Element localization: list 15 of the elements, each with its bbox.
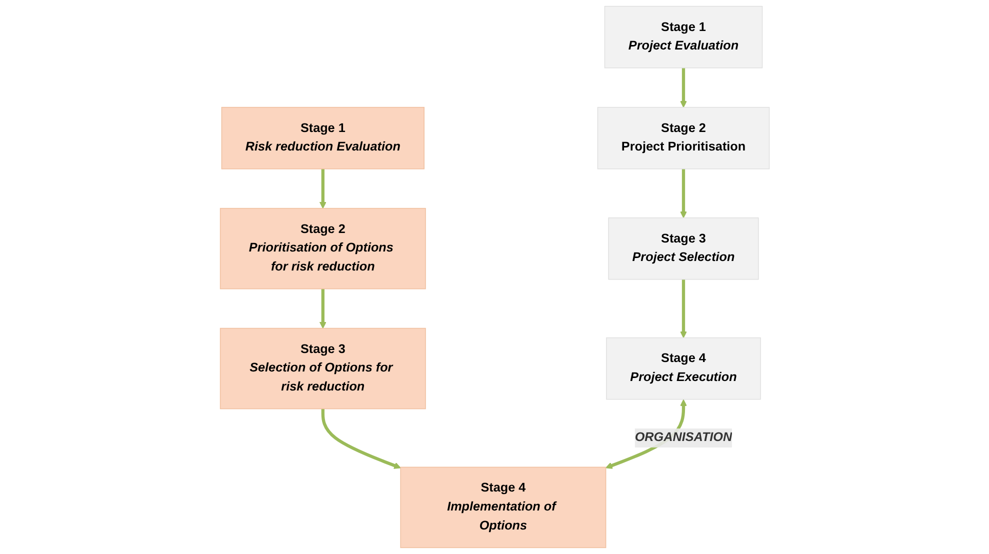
node-box: Stage 1 Project Evaluation [604,6,762,68]
arrow [680,168,687,218]
arrow [321,408,401,469]
node-box: Stage 1 Risk reduction Evaluation [221,106,424,170]
arrow [319,168,326,209]
arrow [680,68,687,108]
node-box: Stage 2 Project Prioritisation [597,106,770,170]
arrow [680,279,687,338]
node-box: Stage 3 Selection of Options for risk reduction [220,328,426,410]
node-box: Stage 4 Project Execution [606,337,761,400]
arrow [319,288,326,329]
edge-label: ORGANISATION [634,430,732,444]
node-box: Stage 2 Prioritisation of Options for risk reduction [220,208,426,290]
node-box: Stage 3 Project Selection [608,217,758,280]
node-box: Stage 4 Implementation of Options [400,466,606,548]
